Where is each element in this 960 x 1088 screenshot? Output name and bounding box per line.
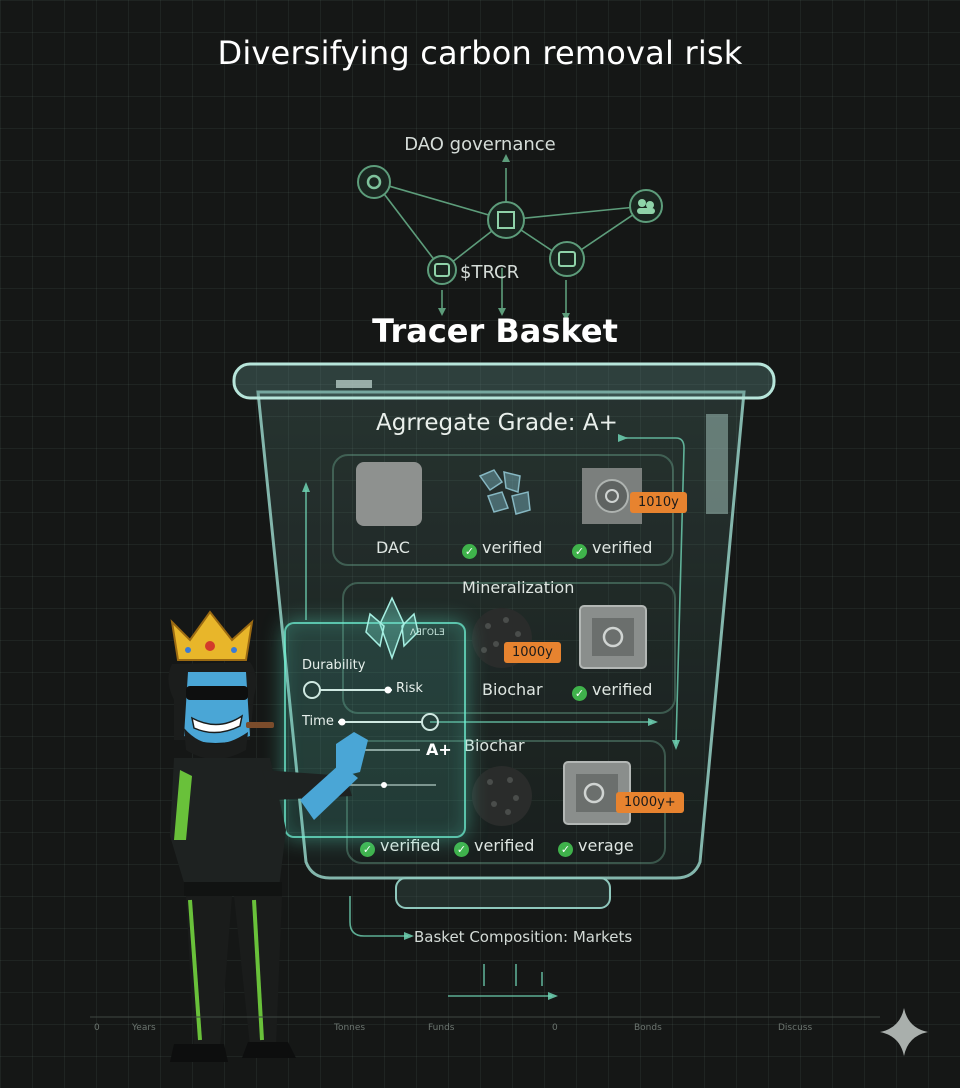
time-slider[interactable] (334, 710, 444, 734)
gear-icon (357, 165, 391, 199)
shield-icon (487, 201, 525, 239)
vault-icon (579, 605, 647, 669)
mineralization-label: Mineralization (462, 578, 575, 597)
vault-icon (549, 241, 585, 277)
crown-icon (170, 610, 254, 661)
check-icon: ✓ (572, 686, 587, 701)
basket-title: Tracer Basket (372, 312, 618, 350)
row2-biochar-label: Biochar (482, 680, 543, 699)
axis-label: 0 (94, 1023, 100, 1033)
time-label: Time (302, 714, 334, 729)
row3-verified-a: ✓verified (360, 836, 440, 857)
check-icon: ✓ (558, 842, 573, 857)
row3-verified-b: ✓verified (454, 836, 534, 857)
bottom-axis-line (90, 1016, 880, 1018)
user-group-icon (629, 189, 663, 223)
basket-composition-label: Basket Composition: Markets (414, 928, 633, 946)
row3-duration-tag: 1000y+ (616, 792, 684, 813)
lower-slider[interactable] (340, 778, 450, 792)
crowned-character-illustration (168, 610, 368, 1062)
row1-verified-a: ✓verified (462, 538, 542, 559)
document-icon (427, 255, 457, 285)
axis-label: 0 (552, 1023, 558, 1033)
crystal-icon (365, 596, 419, 661)
row1-verified-b: ✓verified (572, 538, 652, 559)
durability-risk-slider[interactable] (302, 678, 462, 702)
vault-icon (563, 761, 631, 825)
basket-row-mineralization (342, 582, 676, 714)
check-icon: ✓ (454, 842, 469, 857)
risk-label: Risk (396, 681, 423, 696)
sparkle-icon (880, 1008, 928, 1056)
dao-governance-label: DAO governance (404, 134, 556, 155)
row2-duration-tag: 1000y (504, 642, 561, 663)
check-icon: ✓ (360, 842, 375, 857)
axis-label: Tonnes (334, 1023, 366, 1033)
check-icon: ✓ (462, 544, 477, 559)
axis-label: Bonds (634, 1023, 662, 1033)
page-title: Diversifying carbon removal risk (217, 34, 743, 72)
mirrored-label: ΛƎΓOLƎ (410, 628, 445, 638)
panel-grade: A+ (426, 740, 452, 759)
check-icon: ✓ (572, 544, 587, 559)
sensor-icon (582, 468, 642, 524)
biochar-row-label: Biochar (464, 736, 525, 755)
row2-verified: ✓verified (572, 680, 652, 701)
aggregate-grade: Agrregate Grade: A+ (376, 410, 618, 436)
biochar-pile-icon (472, 766, 532, 826)
axis-label: Years (132, 1023, 156, 1033)
dac-label: DAC (376, 538, 410, 557)
token-label: $TRCR (460, 262, 520, 283)
row1-duration-tag: 1010y (630, 492, 687, 513)
axis-label: Discuss (778, 1023, 813, 1033)
durability-label: Durability (302, 658, 366, 673)
dac-square-icon (356, 462, 422, 526)
row3-verified-c: ✓verage (558, 836, 634, 857)
molecule-icon (478, 469, 531, 515)
axis-label: Funds (428, 1023, 455, 1033)
